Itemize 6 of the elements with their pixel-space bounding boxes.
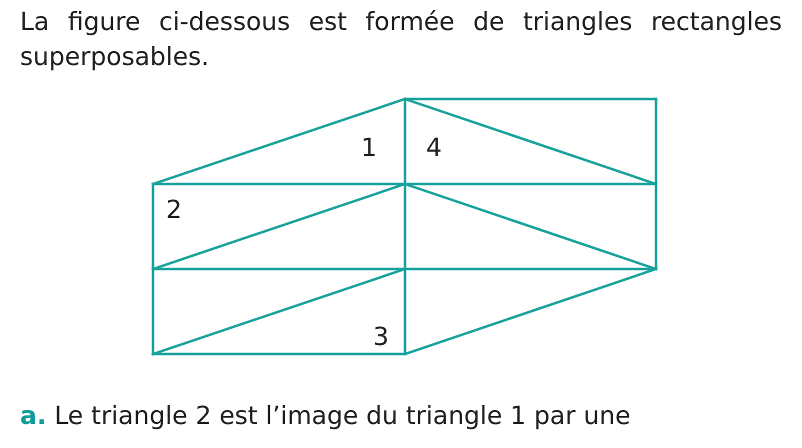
triangle-number: 3 xyxy=(373,321,389,353)
triangle-number: 2 xyxy=(166,194,182,226)
triangle-number: 4 xyxy=(426,132,442,164)
question-text: a. Le triangle 2 est l’image du triangle 1 par une xyxy=(20,400,632,432)
instruction-text: La figure ci-dessous est formée de triangles rectangles superposables. xyxy=(20,6,782,73)
triangle-number: 1 xyxy=(361,132,377,164)
